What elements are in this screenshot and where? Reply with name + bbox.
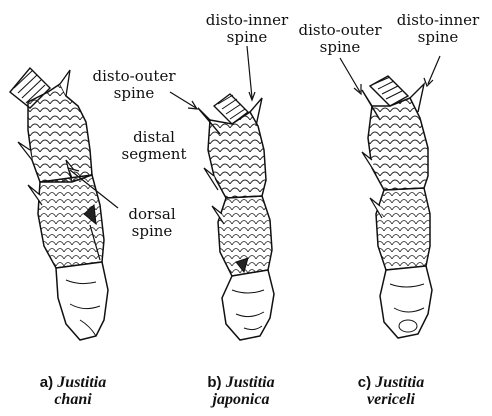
label-line: distal <box>114 129 194 146</box>
caption-species: vericeli <box>367 391 415 408</box>
label-line: segment <box>114 146 194 163</box>
caption-c: c) Justitia vericeli <box>336 374 446 408</box>
caption-species: chani <box>54 391 91 408</box>
drawing-b-justitia-japonica <box>198 94 274 340</box>
label-line: spine <box>80 85 188 102</box>
caption-prefix: b) <box>207 374 221 391</box>
caption-prefix: c) <box>358 374 371 391</box>
caption-genus: Justitia <box>375 374 424 391</box>
label-line: spine <box>286 39 394 56</box>
leader-disto-outer-c <box>340 58 360 92</box>
caption-genus: Justitia <box>226 374 275 391</box>
label-line: spine <box>384 29 492 46</box>
caption-prefix: a) <box>40 374 53 391</box>
label-line: spine <box>193 29 301 46</box>
label-disto-outer-spine-left: disto-outer spine <box>80 68 188 102</box>
caption-genus: Justitia <box>57 374 106 391</box>
label-disto-inner-spine-mid: disto-inner spine <box>193 12 301 46</box>
label-line: disto-inner <box>193 12 301 29</box>
label-disto-outer-spine-right: disto-outer spine <box>286 22 394 56</box>
label-line: disto-outer <box>286 22 394 39</box>
caption-a: a) Justitia chani <box>18 374 128 408</box>
leader-disto-inner-b <box>247 46 252 98</box>
drawing-c-justitia-vericeli <box>362 76 432 338</box>
caption-species: japonica <box>213 391 270 408</box>
label-line: disto-outer <box>80 68 188 85</box>
label-line: disto-inner <box>384 12 492 29</box>
label-dorsal-spine: dorsal spine <box>112 206 192 240</box>
drawing-a-justitia-chani <box>10 68 108 340</box>
caption-b: b) Justitia japonica <box>186 374 296 408</box>
label-line: spine <box>112 223 192 240</box>
label-disto-inner-spine-right: disto-inner spine <box>384 12 492 46</box>
leader-disto-inner-c <box>428 56 440 84</box>
label-line: dorsal <box>112 206 192 223</box>
label-distal-segment: distal segment <box>114 129 194 163</box>
